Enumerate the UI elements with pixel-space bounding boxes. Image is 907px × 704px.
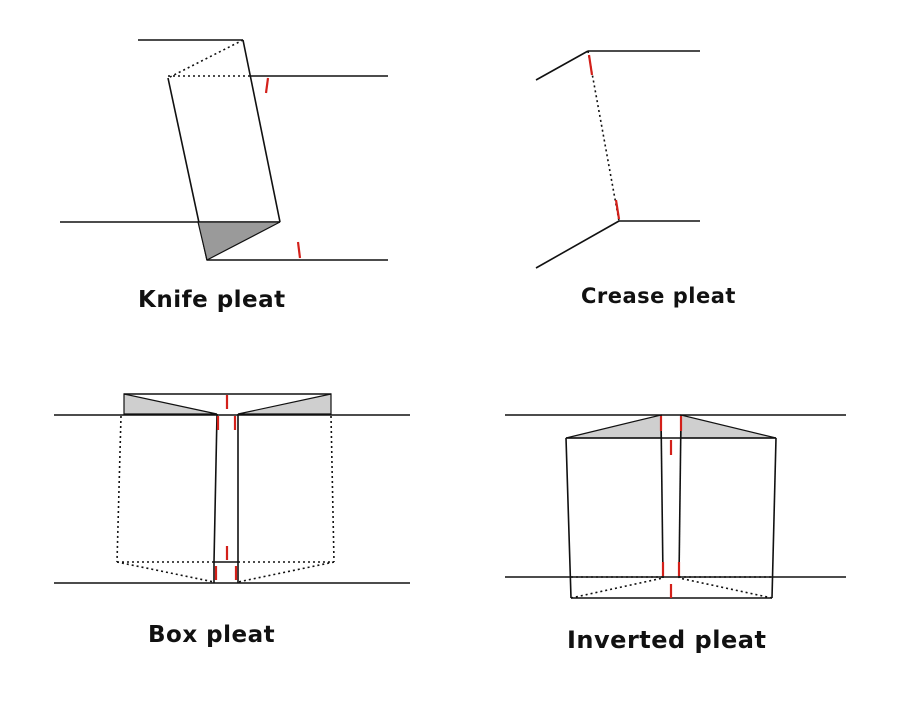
crease-pleat-label: Crease pleat (581, 284, 736, 308)
knife-pleat-diagram (60, 39, 388, 261)
inverted-pleat-label: Inverted pleat (567, 626, 767, 654)
box-pleat-label: Box pleat (148, 622, 276, 648)
box-pleat-diagram (54, 393, 410, 584)
crease-pleat-diagram (535, 50, 700, 269)
inverted-pleat-diagram (505, 414, 846, 599)
knife-pleat-label: Knife pleat (138, 287, 286, 313)
